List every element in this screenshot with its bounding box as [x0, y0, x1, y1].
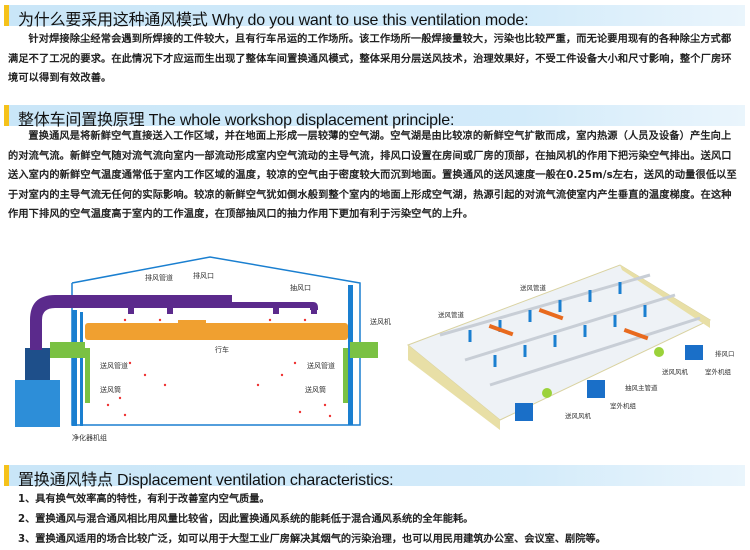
section-title: 为什么要采用这种通风模式 Why do you want to use this…	[18, 12, 529, 29]
label-fan-b: 送风风机	[662, 367, 689, 376]
supply-box-right	[350, 342, 378, 358]
wall-column-left-inner	[80, 312, 83, 426]
accent-bar	[4, 465, 9, 486]
purifier-unit	[15, 380, 60, 427]
section-header-principle: 整体车间置换原理 The whole workshop displacement…	[4, 105, 745, 129]
airflow-arrows	[106, 318, 332, 418]
blue-columns	[468, 282, 647, 367]
crane-trolley	[178, 320, 206, 332]
label-supply-pipe-right: 送风筒	[305, 385, 326, 394]
list-item: 2、置换通风与混合通风相比用风量比较省，因此置换通风系统的能耗低于混合通风系统的…	[18, 514, 474, 525]
building-outline	[71, 256, 361, 426]
duct-lines	[439, 273, 701, 387]
label-outdoor-unit: 室外机组	[610, 401, 637, 410]
outdoor-unit	[515, 403, 533, 421]
workshop-front-wall	[408, 345, 500, 430]
accent-bar	[4, 105, 9, 126]
supply-fan	[542, 388, 552, 398]
exhaust-duct	[30, 295, 318, 350]
workshop-3d-diagram: 送风管道 送风管道 排风口 送风风机 室外机组 抽风主管道 室外机组 送风风机	[407, 264, 735, 430]
label-duct-a: 送风管道	[520, 283, 547, 292]
label-exhaust-duct: 排风管道	[145, 273, 173, 282]
orange-cranes	[488, 308, 649, 341]
purifier-top	[25, 348, 50, 380]
characteristics-list: 1、具有换气效率高的特性，有利于改善室内空气质量。 2、置换通风与混合通风相比用…	[18, 490, 606, 550]
list-item: 1、具有换气效率高的特性，有利于改善室内空气质量。	[18, 494, 270, 505]
supply-fan	[654, 347, 664, 357]
label-supply-fan: 送风机	[370, 317, 391, 326]
label-suction-port: 抽风口	[290, 283, 311, 292]
label-duct-b: 送风管道	[438, 310, 465, 319]
workshop-side-wall	[620, 265, 710, 328]
label-exhaust-port: 排风口	[193, 271, 214, 280]
label-outdoor-unit-b: 室外机组	[705, 367, 732, 376]
supply-pipe-left	[85, 348, 90, 403]
ventilation-section-diagram: 排风管道 排风口 抽风口 送风机 行车 送风管道 送风管道 送风筒 送风筒 净化…	[15, 256, 391, 442]
list-item: 3、置换通风适用的场合比较广泛，如可以用于大型工业厂房解决其烟气的污染治理，也可…	[18, 534, 606, 545]
section-header-characteristics: 置换通风特点 Displacement ventilation characte…	[4, 465, 745, 489]
label-supply-duct-right: 送风管道	[307, 361, 335, 370]
label-exhaust-main: 抽风主管道	[625, 383, 658, 392]
exhaust-ports	[128, 306, 317, 314]
accent-bar	[4, 5, 9, 26]
principle-paragraph: 置换通风是将新鲜空气直接送入工作区域，并在地面上形成一层较薄的空气湖。空气湖是由…	[8, 131, 737, 220]
label-supply-pipe-left: 送风筒	[100, 385, 121, 394]
label-supply-duct-left: 送风管道	[100, 361, 128, 370]
supply-pipe-right	[343, 348, 348, 403]
workshop-roof	[407, 264, 712, 421]
outdoor-unit	[587, 380, 605, 398]
outdoor-unit	[685, 345, 703, 360]
label-fan-a: 送风风机	[565, 411, 592, 420]
section-title: 整体车间置换原理 The whole workshop displacement…	[18, 112, 455, 129]
section-header-why: 为什么要采用这种通风模式 Why do you want to use this…	[4, 5, 745, 29]
why-paragraph: 针对焊接除尘经常会遇到所焊接的工件较大，且有行车吊运的工作场所。该工作场所一般焊…	[8, 34, 732, 84]
wall-column-left	[72, 310, 77, 426]
label-purifier: 净化器机组	[72, 433, 107, 442]
label-exhaust-port: 排风口	[715, 349, 735, 358]
supply-box-left	[50, 342, 85, 358]
section-title: 置换通风特点 Displacement ventilation characte…	[18, 472, 394, 489]
label-crane: 行车	[215, 345, 229, 354]
crane	[85, 323, 348, 340]
